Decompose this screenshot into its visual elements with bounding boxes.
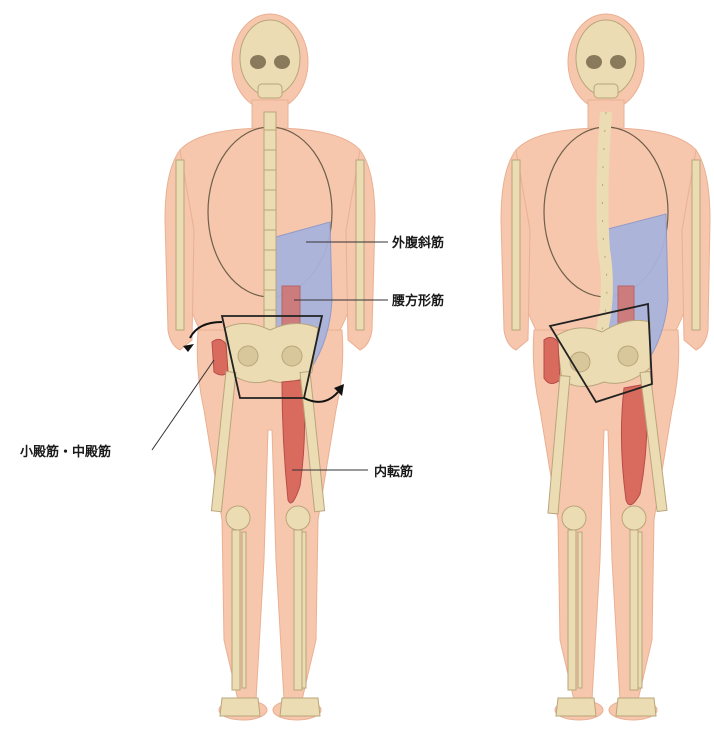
gluteus-right (544, 337, 560, 383)
figure-left (165, 14, 375, 720)
label-adductor: 内転筋 (374, 464, 413, 480)
label-external-oblique: 外腹斜筋 (391, 235, 444, 251)
label-gluteus: 小殿筋・中殿筋 (20, 444, 111, 460)
figure-right (501, 14, 710, 720)
spine-left (264, 112, 276, 342)
gluteus-left (212, 339, 228, 375)
label-quadratus-lumborum: 腰方形筋 (391, 293, 444, 309)
